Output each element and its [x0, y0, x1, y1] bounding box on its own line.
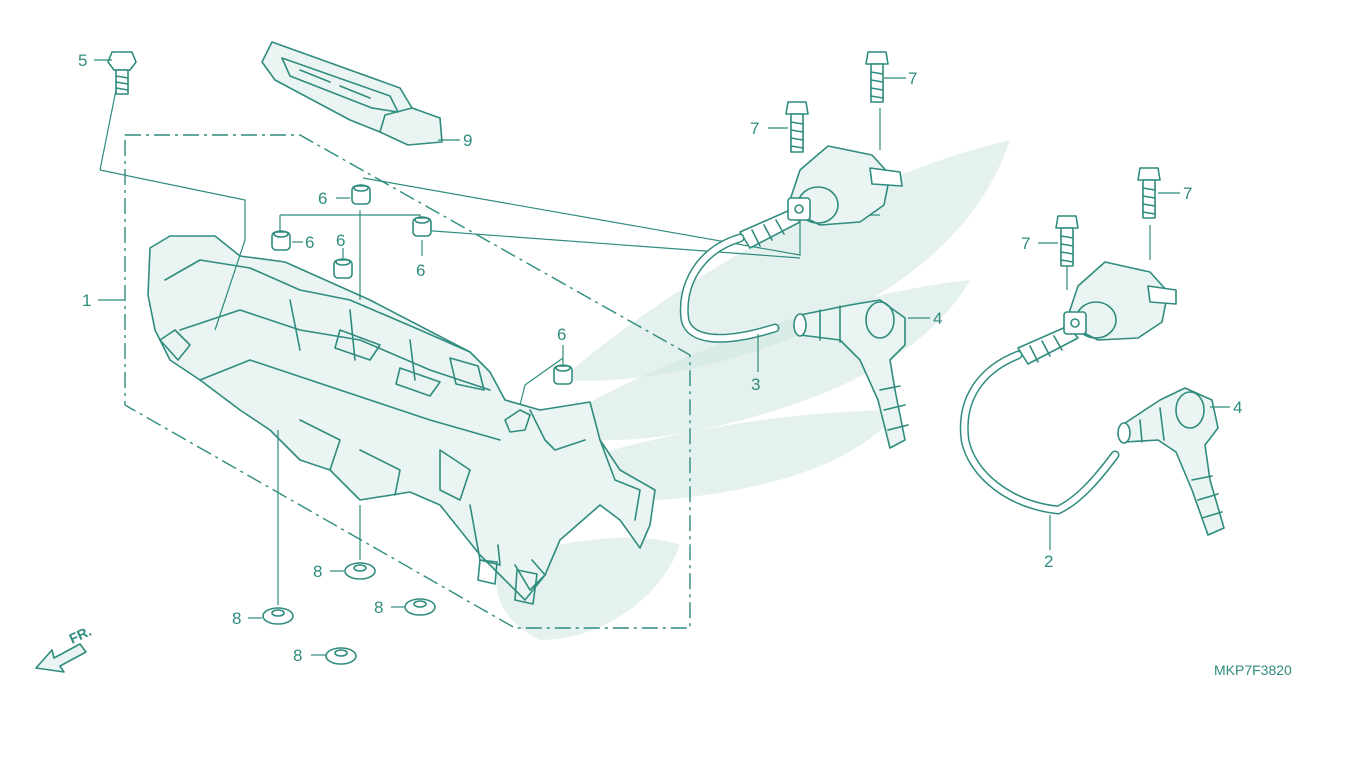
callout-8-a: 8 — [313, 562, 322, 581]
nut-part-8 — [262, 562, 436, 665]
ignition-coil-left — [679, 145, 903, 343]
callout-leaders — [94, 59, 1230, 656]
plug-cap-left — [793, 299, 909, 449]
callout-6-left: 6 — [305, 233, 314, 252]
watermark-wing — [496, 140, 1010, 640]
collar-part-6 — [271, 184, 573, 385]
front-direction-label: FR. — [67, 623, 94, 647]
callout-4-right: 4 — [1233, 398, 1242, 417]
bolt-part-7 — [785, 51, 1161, 267]
cover-part-9 — [261, 41, 443, 146]
callout-6-lower: 6 — [557, 325, 566, 344]
callout-6-middle: 6 — [336, 231, 345, 250]
callout-7-top: 7 — [908, 69, 917, 88]
callout-4-left: 4 — [933, 309, 942, 328]
callout-3: 3 — [751, 375, 760, 394]
callout-6-right: 6 — [416, 261, 425, 280]
callout-6-top: 6 — [318, 189, 327, 208]
callout-7-left: 7 — [750, 119, 759, 138]
assembly-outline — [124, 134, 691, 629]
callout-2: 2 — [1044, 552, 1053, 571]
callout-7-right-top: 7 — [1183, 184, 1192, 203]
callout-8-b: 8 — [232, 609, 241, 628]
callout-labels: 1 2 3 4 4 5 6 6 6 6 6 7 7 7 7 8 8 8 8 9 — [78, 51, 1242, 665]
bolt-part-5 — [107, 51, 137, 95]
callout-5: 5 — [78, 51, 87, 70]
ignition-coil-right — [959, 261, 1177, 515]
callout-1: 1 — [82, 291, 91, 310]
callout-8-c: 8 — [374, 598, 383, 617]
front-direction-arrow-icon — [35, 643, 87, 673]
bracket-part-1 — [147, 235, 656, 605]
callout-9: 9 — [463, 131, 472, 150]
callout-8-d: 8 — [293, 646, 302, 665]
plug-cap-right — [1117, 387, 1225, 536]
diagram-code: MKP7F3820 — [1214, 662, 1292, 678]
callout-7-right-left: 7 — [1021, 234, 1030, 253]
